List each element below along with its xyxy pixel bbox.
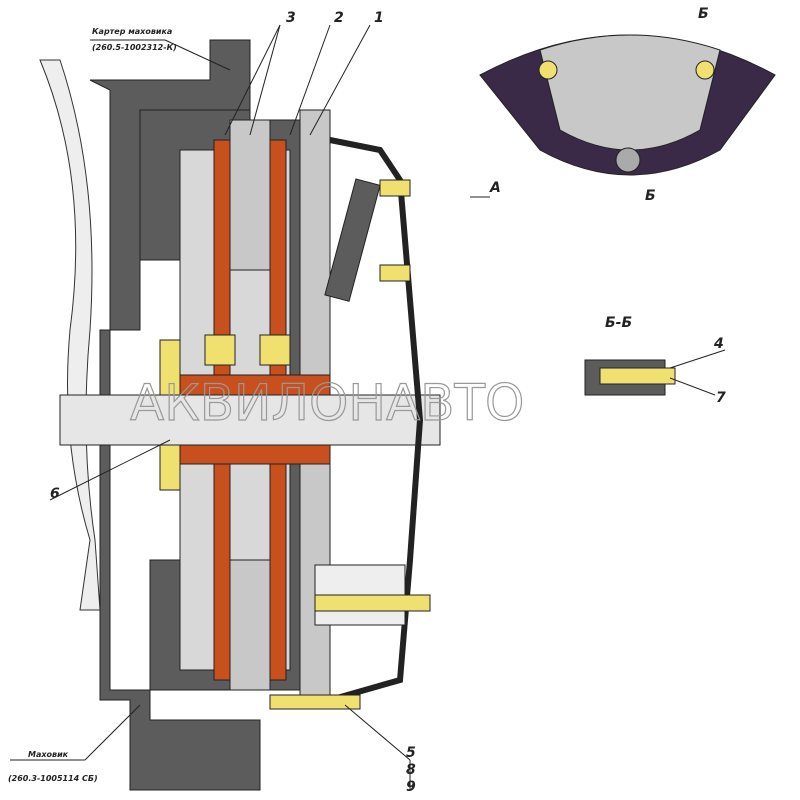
callout-1: 1 (374, 10, 384, 26)
section-mark-top: Б (698, 6, 709, 22)
flywheel-name: Маховик (28, 750, 69, 759)
view-a-label: А (489, 180, 501, 196)
section-view-inner (539, 34, 721, 151)
bolt-mid (379, 264, 411, 282)
clutch-cover (329, 137, 424, 703)
callout-8: 8 (406, 762, 416, 778)
center-hole (615, 147, 641, 173)
callout-2: 2 (334, 10, 344, 26)
pressure-plate-1 (229, 119, 271, 271)
engine-block-outline (39, 59, 101, 611)
bolt-bottom (269, 694, 361, 710)
bolt-hole-left (538, 60, 558, 80)
callout-3: 3 (286, 10, 296, 26)
callout-4: 4 (713, 336, 724, 352)
pressure-plate-2 (229, 559, 271, 691)
housing-name: Картер маховика (92, 27, 172, 36)
bolt-upper (379, 179, 411, 197)
input-shaft (59, 394, 441, 446)
callout-6: 6 (50, 486, 60, 502)
callout-7: 7 (716, 390, 726, 406)
bolt-4 (599, 367, 676, 385)
lever (324, 178, 381, 302)
callout-5: 5 (406, 745, 416, 761)
callout-9: 9 (406, 779, 416, 795)
section-label: Б-Б (605, 315, 632, 331)
bolt-hole-right (695, 60, 715, 80)
leader-lines (10, 24, 726, 790)
flywheel-housing (89, 39, 261, 791)
watermark: АКВИЛОНАВТО (130, 374, 524, 432)
section-mark-bottom: Б (645, 188, 656, 204)
flywheel-code: (260.3-1005114 СБ) (8, 774, 98, 783)
housing-code: (260.5-1002312-К) (92, 43, 177, 52)
bolt-lower (314, 594, 431, 612)
